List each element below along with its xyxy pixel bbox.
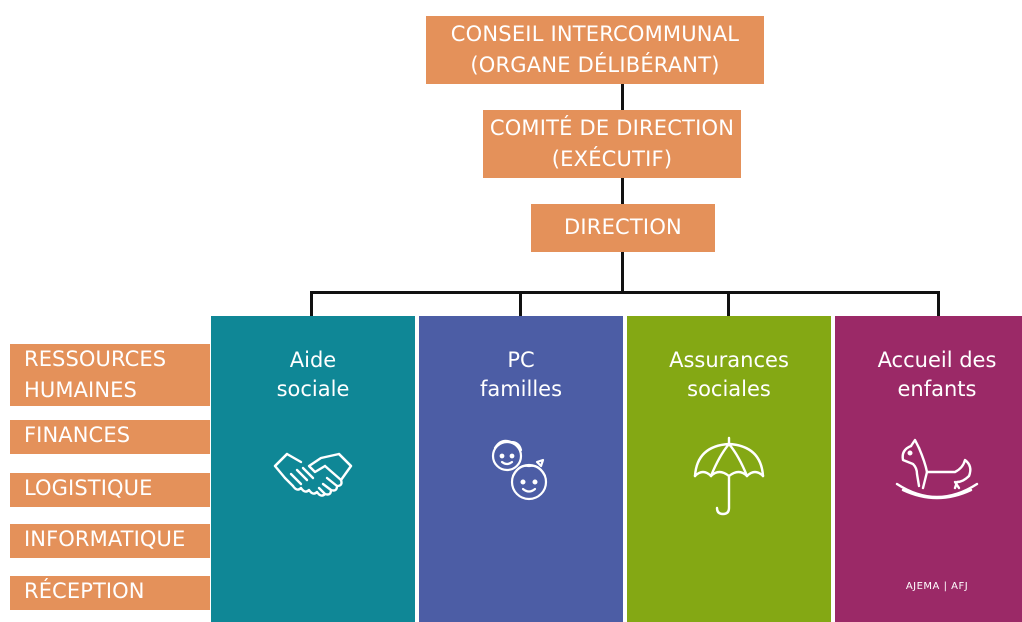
department-title: Accueil des enfants (835, 346, 1022, 404)
connector-drop-3 (727, 291, 730, 316)
committee-label: COMITÉ DE DIRECTION (489, 116, 735, 140)
department-title: PC familles (419, 346, 623, 404)
connector-committee-direction (621, 178, 624, 204)
department-title-line-2: familles (479, 377, 563, 401)
direction-box: DIRECTION (531, 204, 715, 252)
committee-sublabel: (EXÉCUTIF) (551, 147, 673, 171)
support-item-reception-label: RÉCEPTION (24, 579, 145, 603)
committee-box: COMITÉ DE DIRECTION (EXÉCUTIF) (483, 110, 741, 178)
support-item-logistique-label: LOGISTIQUE (24, 476, 153, 500)
department-title-line-2: sociale (276, 377, 350, 401)
support-item-reception: RÉCEPTION (10, 576, 210, 610)
connector-horizontal-bus (310, 291, 940, 294)
connector-drop-4 (937, 291, 940, 316)
handshake-icon (273, 452, 353, 497)
department-title: Assurances sociales (627, 346, 831, 404)
department-accueil-enfants: Accueil des enfants AJEMA | AFJ (835, 316, 1022, 622)
support-item-informatique-label: INFORMATIQUE (24, 527, 186, 551)
council-box: CONSEIL INTERCOMMUNAL (ORGANE DÉLIBÉRANT… (426, 16, 764, 84)
department-title-line-1: PC (507, 348, 535, 372)
support-item-hr-label: RESSOURCES HUMAINES (24, 347, 167, 402)
department-title-line-1: Aide (289, 348, 337, 372)
department-title-line-1: Accueil des (877, 348, 997, 372)
department-pc-familles: PC familles (419, 316, 623, 622)
connector-drop-2 (519, 291, 522, 316)
department-note: AJEMA | AFJ (905, 581, 969, 592)
support-item-finances: FINANCES (10, 420, 210, 454)
umbrella-icon (693, 436, 765, 516)
support-item-informatique: INFORMATIQUE (10, 524, 210, 558)
connector-drop-1 (310, 291, 313, 316)
department-title-line-1: Assurances (669, 348, 789, 372)
rocking-horse-icon (895, 438, 979, 500)
support-item-logistique: LOGISTIQUE (10, 473, 210, 507)
children-faces-icon (491, 439, 548, 501)
direction-label: DIRECTION (564, 215, 682, 239)
department-title-line-2: sociales (687, 377, 771, 401)
department-title-line-2: enfants (897, 377, 977, 401)
connector-council-committee (621, 84, 624, 110)
support-item-hr: RESSOURCES HUMAINES (10, 344, 210, 406)
council-label: CONSEIL INTERCOMMUNAL (450, 22, 740, 46)
support-item-finances-label: FINANCES (24, 423, 131, 447)
department-title: Aide sociale (211, 346, 415, 404)
department-aide-sociale: Aide sociale (211, 316, 415, 622)
department-assurances-sociales: Assurances sociales (627, 316, 831, 622)
connector-direction-bus (621, 252, 624, 292)
council-sublabel: (ORGANE DÉLIBÉRANT) (470, 53, 720, 77)
